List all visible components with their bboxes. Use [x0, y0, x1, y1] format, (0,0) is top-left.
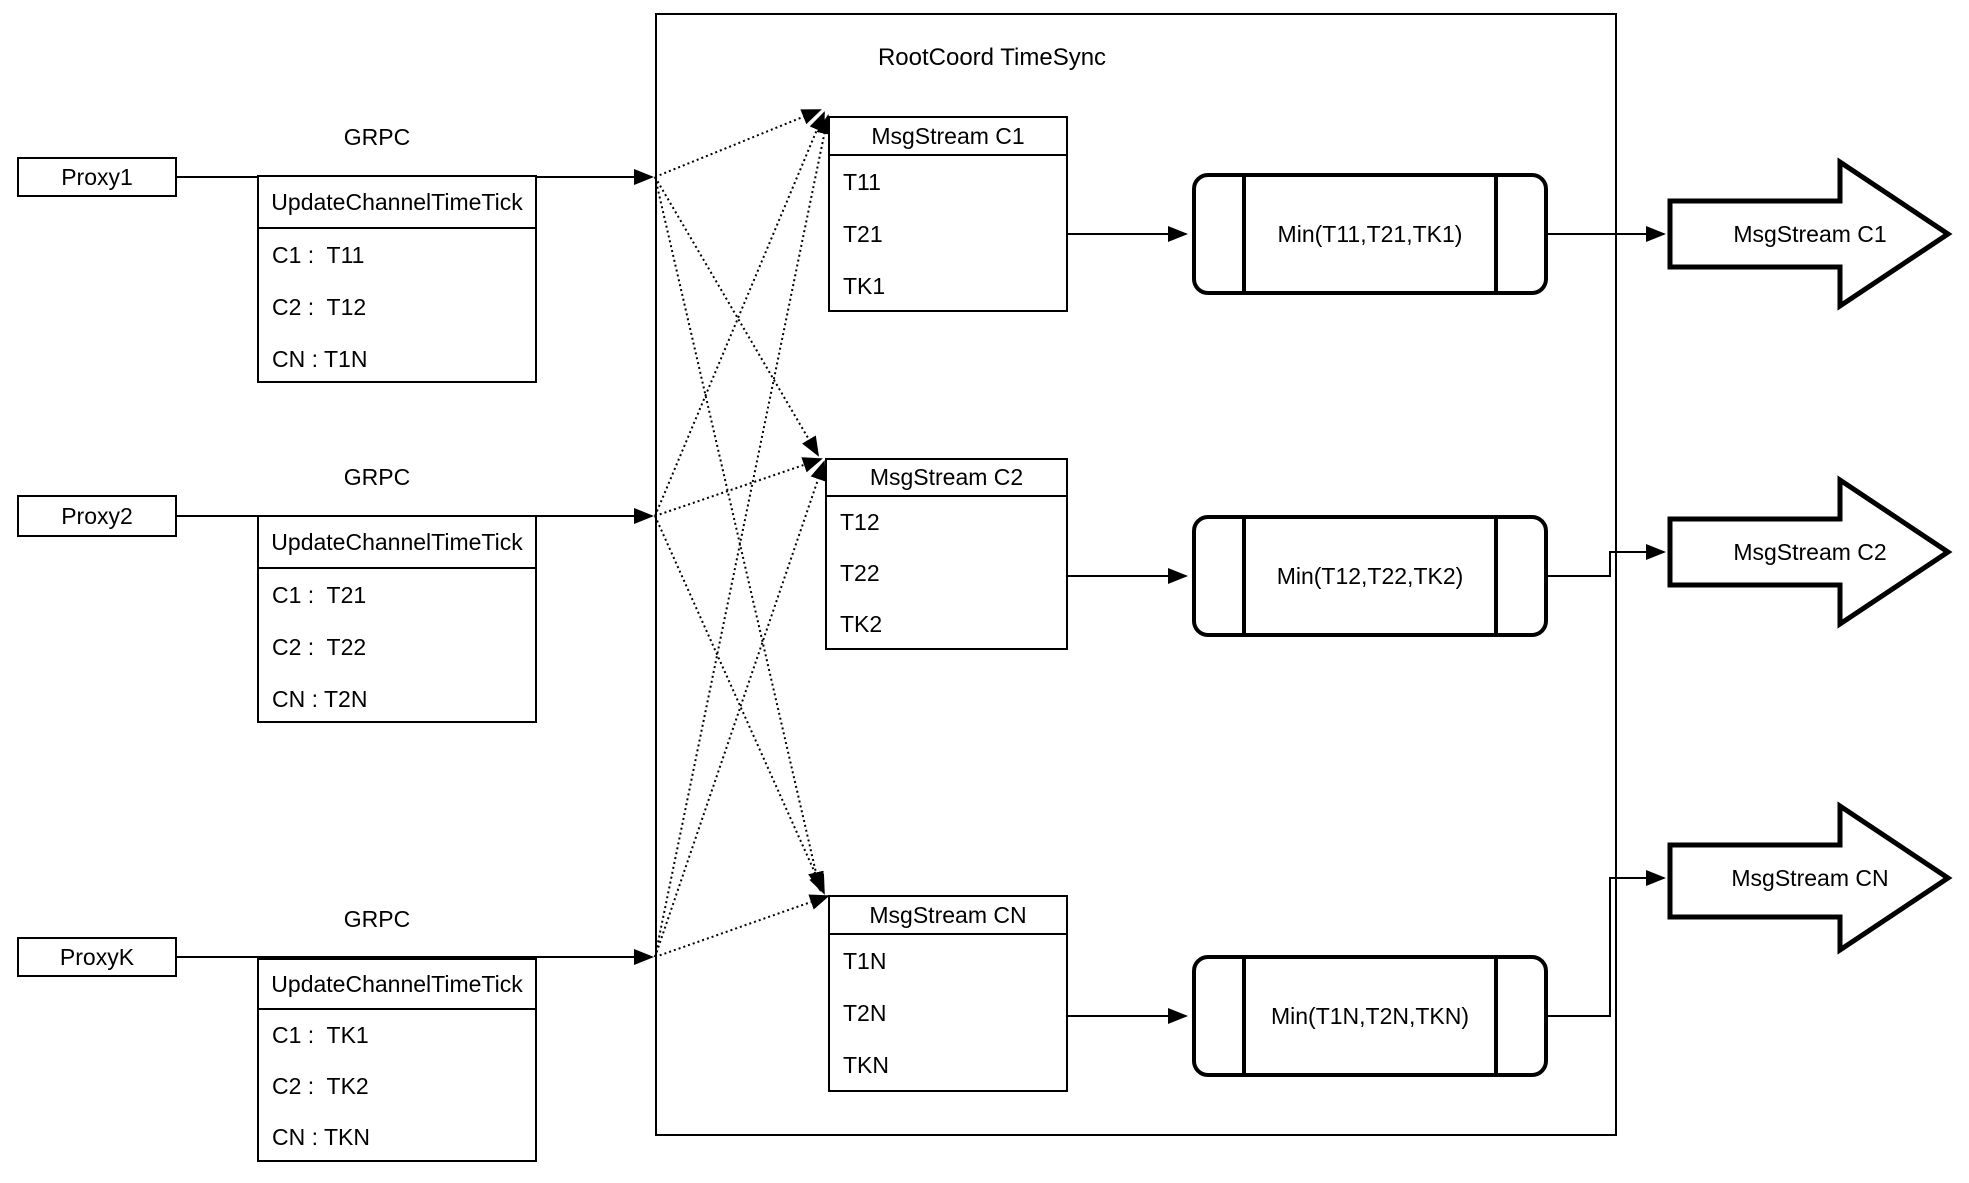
table-row: TK2: [840, 611, 883, 637]
table-row: TK1: [843, 272, 886, 299]
output-label-cn: MsgStream CN: [1731, 864, 1889, 891]
table-row: C1 : T21: [272, 581, 367, 608]
dotted-arrow: [654, 176, 824, 892]
table-row: T1N: [843, 947, 887, 974]
dotted-arrow: [654, 111, 825, 517]
proxy2-box: Proxy2: [17, 495, 177, 537]
rootcoord-title: RootCoord TimeSync: [877, 44, 1107, 71]
dotted-arrow: [654, 894, 830, 958]
output-label-c2: MsgStream C2: [1733, 538, 1887, 565]
proxy1-box: Proxy1: [17, 157, 177, 197]
dotted-arrow: [654, 457, 823, 517]
table-header: MsgStream C1: [830, 118, 1066, 156]
block-arrow-c2: [1667, 475, 1953, 629]
min-box-c1: Min(T11,T21,TK1): [1192, 173, 1548, 295]
table-header: UpdateChannelTimeTick: [259, 177, 535, 229]
table-row: T11: [843, 168, 881, 195]
proxyk-grpc-label: GRPC: [343, 905, 411, 932]
min-box-c2: Min(T12,T22,TK2): [1192, 515, 1548, 637]
dotted-arrow: [654, 109, 822, 178]
block-arrow-cn: [1667, 801, 1953, 955]
table-row: C2 : TK2: [272, 1073, 369, 1099]
table-row: CN : T1N: [272, 345, 368, 372]
table-row: T2N: [843, 999, 887, 1026]
min-box-cn: Min(T1N,T2N,TKN): [1192, 955, 1548, 1077]
dotted-arrow: [654, 515, 825, 895]
proxy2-timetick-table: UpdateChannelTimeTick C1 : T21 C2 : T22 …: [257, 515, 537, 723]
proxyk-label: ProxyK: [59, 943, 135, 970]
table-row: T21: [843, 220, 883, 247]
min-box-right-bar: [1494, 177, 1498, 291]
table-header: MsgStream C2: [827, 460, 1066, 497]
msgstream-cn-table: MsgStream CN T1N T2N TKN: [828, 895, 1068, 1092]
min-expression: Min(T11,T21,TK1): [1277, 220, 1463, 247]
table-row: C2 : T22: [272, 633, 367, 660]
minn-to-output: [1548, 870, 1666, 1017]
block-arrow-c1: [1667, 157, 1953, 311]
dotted-arrow: [654, 114, 833, 958]
msgstream-c2-table: MsgStream C2 T12 T22 TK2: [825, 458, 1068, 650]
table-row: T12: [840, 509, 880, 535]
min-box-left-bar: [1242, 959, 1246, 1073]
min-box-right-bar: [1494, 959, 1498, 1073]
min-box-right-bar: [1494, 519, 1498, 633]
min-expression: Min(T1N,T2N,TKN): [1270, 1002, 1470, 1029]
dotted-arrow: [654, 176, 820, 457]
table-row: CN : T2N: [272, 685, 368, 712]
proxy1-label: Proxy1: [61, 163, 133, 190]
min-expression: Min(T12,T22,TK2): [1276, 562, 1464, 589]
fanout-arrows: [654, 109, 833, 958]
stream-to-min-connectors: [1068, 226, 1188, 1024]
proxy1-grpc-label: GRPC: [343, 123, 411, 150]
dotted-arrow: [654, 460, 826, 958]
output-label-c1: MsgStream C1: [1733, 220, 1887, 247]
table-row: C1 : TK1: [272, 1022, 369, 1048]
table-row: C1 : T11: [272, 241, 365, 268]
proxy2-label: Proxy2: [61, 502, 133, 529]
table-row: C2 : T12: [272, 293, 367, 320]
table-row: TKN: [843, 1051, 889, 1078]
min-box-left-bar: [1242, 519, 1246, 633]
table-row: CN : TKN: [272, 1124, 370, 1150]
min-to-output-connectors: [1548, 226, 1666, 1017]
proxyk-box: ProxyK: [17, 937, 177, 977]
proxy1-timetick-table: UpdateChannelTimeTick C1 : T11 C2 : T12 …: [257, 175, 537, 383]
table-header: MsgStream CN: [830, 897, 1066, 935]
table-header: UpdateChannelTimeTick: [259, 517, 535, 569]
min2-to-output: [1548, 544, 1666, 577]
table-row: T22: [840, 560, 880, 586]
table-header: UpdateChannelTimeTick: [259, 960, 535, 1010]
min-box-left-bar: [1242, 177, 1246, 291]
output-arrow-shapes: [1667, 157, 1953, 955]
proxyk-timetick-table: UpdateChannelTimeTick C1 : TK1 C2 : TK2 …: [257, 958, 537, 1162]
msgstream-c1-table: MsgStream C1 T11 T21 TK1: [828, 116, 1068, 312]
proxy2-grpc-label: GRPC: [343, 463, 411, 490]
